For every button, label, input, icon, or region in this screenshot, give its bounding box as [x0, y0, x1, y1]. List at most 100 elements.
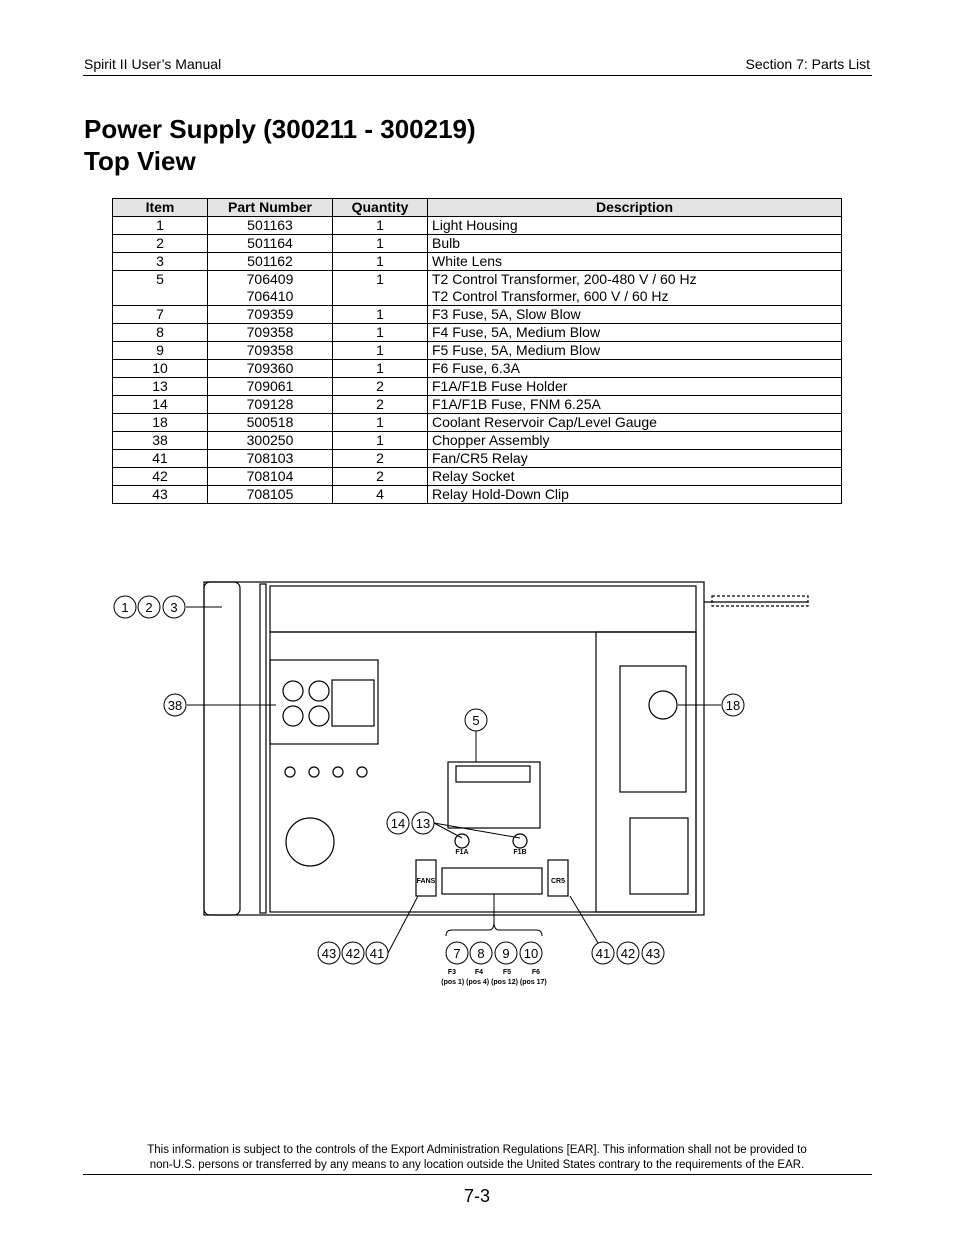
reservoir-cap: [648, 690, 678, 720]
callout-42-right: 42: [621, 946, 635, 961]
cell-description: F4 Fuse, 5A, Medium Blow: [427, 323, 842, 342]
cell-quantity: 2: [332, 449, 428, 468]
cell-description: T2 Control Transformer, 200-480 V / 60 H…: [427, 270, 842, 306]
cell-quantity: 4: [332, 485, 428, 504]
cell-description: Fan/CR5 Relay: [427, 449, 842, 468]
cell-item: 18: [112, 413, 208, 432]
cell-part-number: 709061: [207, 377, 333, 396]
description-line: Relay Socket: [432, 468, 515, 484]
label-cr5: CR5: [551, 878, 565, 885]
title-line-2: Top View: [84, 146, 196, 176]
description-line: F1A/F1B Fuse Holder: [432, 378, 568, 394]
cell-item: 14: [112, 395, 208, 414]
part-number-line: 709358: [246, 342, 294, 358]
cell-part-number: 708103: [207, 449, 333, 468]
cell-quantity: 1: [332, 323, 428, 342]
cell-item: 42: [112, 467, 208, 486]
cr5-relay: [547, 859, 569, 897]
cell-item: 9: [112, 341, 208, 360]
cell-item: 41: [112, 449, 208, 468]
callout-10: 10: [524, 946, 538, 961]
col-header-description: Description: [427, 198, 842, 217]
part-number-line: 709128: [246, 396, 294, 412]
label-fuse-positions: (pos 1) (pos 4) (pos 12) (pos 17): [441, 979, 546, 986]
export-control-notice: This information is subject to the contr…: [84, 1143, 870, 1173]
callout-1: 1: [121, 600, 128, 615]
header-section-title: Section 7: Parts List: [745, 56, 870, 72]
front-panel: [203, 581, 241, 916]
col-header-quantity: Quantity: [332, 198, 428, 217]
part-number-line: 501163: [247, 217, 293, 233]
footer-rule: [83, 1174, 872, 1175]
notice-line-1: This information is subject to the contr…: [147, 1144, 807, 1156]
callout-43-left: 43: [322, 946, 336, 961]
label-f5: F5: [503, 969, 511, 976]
description-line: Bulb: [432, 235, 461, 251]
cell-item: 38: [112, 431, 208, 450]
cell-quantity: 1: [332, 413, 428, 432]
callout-41-left: 41: [370, 946, 384, 961]
cell-quantity: 1: [332, 305, 428, 324]
cell-description: White Lens: [427, 252, 842, 271]
cell-part-number: 709359: [207, 305, 333, 324]
part-number-line: 709359: [246, 306, 294, 322]
power-supply-top-view-diagram: 1 2 3 38 5 18 14 13 43 42 41 7 8 9 10 41…: [113, 581, 809, 986]
coolant-reservoir: [619, 665, 687, 793]
description-line: Light Housing: [432, 217, 518, 233]
notice-line-2: non-U.S. persons or transferred by any m…: [149, 1159, 805, 1171]
cell-description: F1A/F1B Fuse, FNM 6.25A: [427, 395, 842, 414]
callout-3: 3: [170, 600, 177, 615]
fans-relay: [415, 859, 437, 897]
cell-description: Coolant Reservoir Cap/Level Gauge: [427, 413, 842, 432]
callout-5: 5: [472, 713, 479, 728]
cell-part-number: 709358: [207, 341, 333, 360]
description-line: Relay Hold-Down Clip: [432, 486, 569, 502]
part-number-line: 706410: [246, 288, 294, 304]
cell-quantity: 1: [332, 359, 428, 378]
description-line: F3 Fuse, 5A, Slow Blow: [432, 306, 581, 322]
part-number-line: 500518: [246, 414, 294, 430]
cell-description: F5 Fuse, 5A, Medium Blow: [427, 341, 842, 360]
part-number-line: 501162: [247, 253, 293, 269]
label-fans: FANS: [417, 878, 436, 885]
description-line: F6 Fuse, 6.3A: [432, 360, 520, 376]
callout-2: 2: [145, 600, 152, 615]
label-f4: F4: [475, 969, 483, 976]
part-number-line: 708103: [246, 450, 294, 466]
part-number-line: 709061: [246, 378, 294, 394]
cell-quantity: 2: [332, 395, 428, 414]
cell-item: 1: [112, 216, 208, 235]
title-line-1: Power Supply (300211 - 300219): [84, 114, 476, 144]
callout-7: 7: [453, 946, 460, 961]
cell-quantity: 2: [332, 377, 428, 396]
callout-18: 18: [726, 698, 740, 713]
label-f3: F3: [448, 969, 456, 976]
description-line: F4 Fuse, 5A, Medium Blow: [432, 324, 601, 340]
page-title: Power Supply (300211 - 300219) Top View: [84, 113, 476, 177]
cell-item: 5: [112, 270, 208, 306]
cell-quantity: 1: [332, 234, 428, 253]
cell-quantity: 1: [332, 431, 428, 450]
callout-43-right: 43: [646, 946, 660, 961]
terminal-block: [441, 867, 543, 895]
top-rail: [269, 585, 697, 633]
cell-quantity: 1: [332, 216, 428, 235]
header-manual-title: Spirit II User’s Manual: [84, 56, 222, 72]
cell-item: 43: [112, 485, 208, 504]
label-f6: F6: [532, 969, 540, 976]
col-header-item: Item: [112, 198, 208, 217]
fan-opening: [285, 817, 335, 867]
cell-quantity: 2: [332, 467, 428, 486]
cell-description: F3 Fuse, 5A, Slow Blow: [427, 305, 842, 324]
